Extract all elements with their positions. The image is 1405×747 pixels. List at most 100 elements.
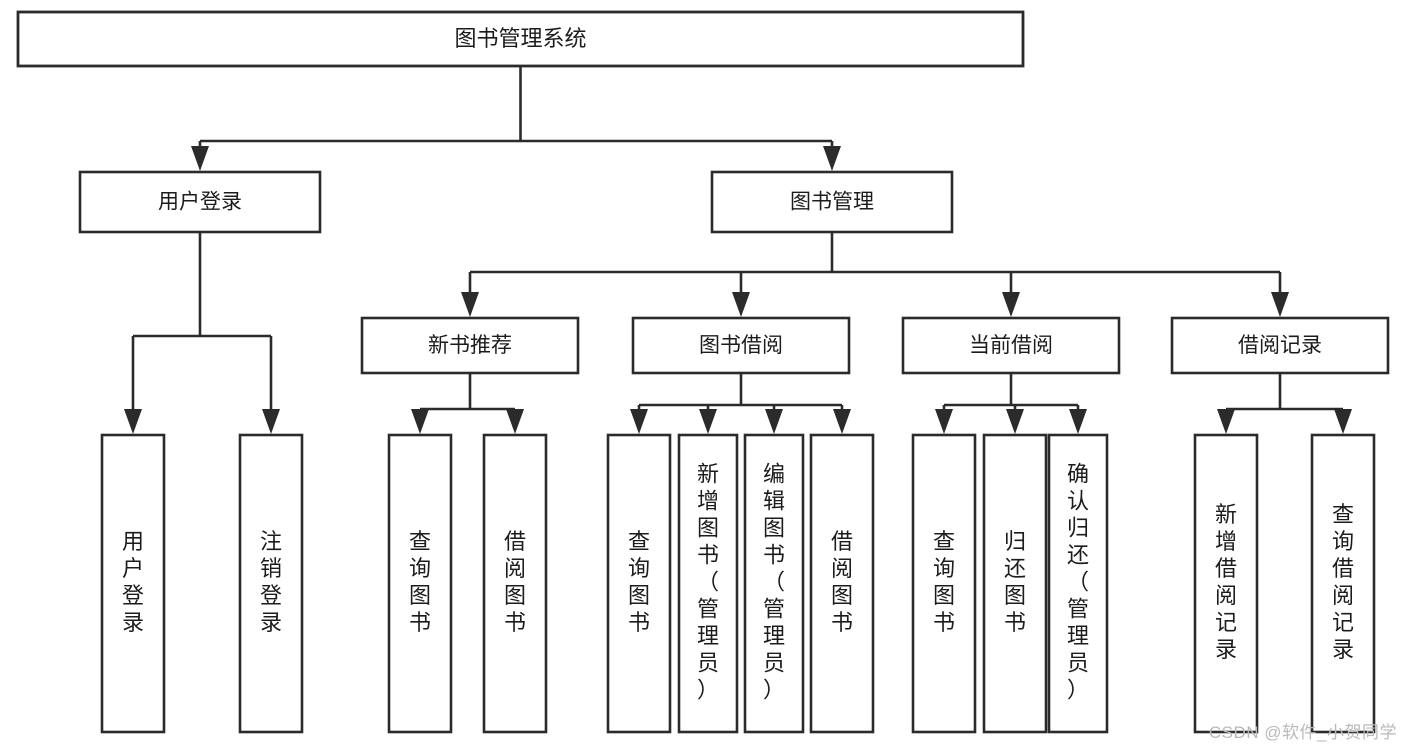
node-label-char: 员 (763, 650, 785, 675)
node-label-char: 增 (697, 488, 719, 513)
node-l1-user-login[interactable]: 用户登录 (78, 170, 322, 234)
node-label-char: 图 (763, 515, 785, 540)
node-layer: 图书管理系统用户登录图书管理新书推荐图书借阅当前借阅借阅记录用户登录注销登录查询… (16, 10, 1390, 734)
node-label-char: 认 (1067, 488, 1089, 513)
node-label: 图书借阅 (699, 334, 783, 357)
node-label-char: 书 (409, 610, 431, 635)
node-box[interactable] (631, 316, 851, 375)
node-l1-book-manage[interactable]: 图书管理 (710, 170, 954, 234)
node-root[interactable]: 图书管理系统 (16, 10, 1025, 68)
node-label-char: （ (1067, 569, 1089, 594)
arrow-head-icon (506, 409, 524, 434)
arrow-head-icon (1334, 409, 1352, 434)
node-label-char: （ (697, 569, 719, 594)
node-l2-borrow[interactable]: 图书借阅 (631, 316, 851, 375)
node-label-char: 编 (763, 461, 785, 486)
node-box[interactable] (1193, 433, 1259, 734)
node-box[interactable] (360, 316, 580, 375)
node-label-char: 查 (1332, 502, 1354, 527)
connector-group (935, 373, 1087, 434)
arrow-head-icon (765, 409, 783, 434)
node-box[interactable] (1310, 433, 1376, 734)
node-label-char: 借 (1215, 556, 1237, 581)
node-box[interactable] (100, 433, 166, 734)
node-label-char: 图 (409, 583, 431, 608)
node-box[interactable] (710, 170, 954, 234)
node-label-char: 记 (1215, 610, 1237, 635)
arrow-head-icon (732, 292, 750, 317)
node-box[interactable] (482, 433, 548, 734)
node-label-char: ） (1067, 677, 1089, 702)
node-l2-new-book[interactable]: 新书推荐 (360, 316, 580, 375)
node-box[interactable] (387, 433, 453, 734)
node-box[interactable] (809, 433, 875, 734)
arrow-head-icon (1217, 409, 1235, 434)
node-label-char: 理 (697, 623, 719, 648)
node-label-char: 新 (1215, 502, 1237, 527)
node-l3-user-login[interactable]: 用户登录 (100, 433, 166, 734)
node-label-char: 询 (1332, 529, 1354, 554)
node-box[interactable] (982, 433, 1048, 734)
node-label-char: 询 (628, 556, 650, 581)
node-l2-current[interactable]: 当前借阅 (901, 316, 1121, 375)
node-label-char: 阅 (831, 556, 853, 581)
arrow-head-icon (1069, 409, 1087, 434)
node-label-char: 书 (697, 542, 719, 567)
node-box[interactable] (1170, 316, 1390, 375)
arrow-head-icon (699, 409, 717, 434)
node-box[interactable] (911, 433, 977, 734)
arrow-head-icon (1006, 409, 1024, 434)
arrow-head-icon (411, 409, 429, 434)
arrow-head-icon (935, 409, 953, 434)
node-label-char: 询 (409, 556, 431, 581)
arrow-head-icon (262, 409, 280, 434)
node-box[interactable] (743, 433, 805, 734)
arrow-head-icon (1002, 292, 1020, 317)
node-box[interactable] (78, 170, 322, 234)
connector-group (124, 232, 280, 434)
node-label-char: 借 (831, 529, 853, 554)
node-label: 新书推荐 (428, 334, 512, 357)
node-box[interactable] (677, 433, 739, 734)
node-label-char: 管 (697, 596, 719, 621)
node-l2-record[interactable]: 借阅记录 (1170, 316, 1390, 375)
connector-group (630, 373, 851, 434)
node-label-char: 还 (1067, 542, 1089, 567)
node-label-char: 员 (697, 650, 719, 675)
node-label-char: 书 (1004, 610, 1026, 635)
node-box[interactable] (606, 433, 672, 734)
node-label-char: 员 (1067, 650, 1089, 675)
node-label-char: 书 (763, 542, 785, 567)
node-label-char: 录 (1332, 637, 1354, 662)
node-label-char: 查 (628, 529, 650, 554)
node-label-char: ） (697, 677, 719, 702)
node-label-char: 记 (1332, 610, 1354, 635)
node-label-char: 查 (409, 529, 431, 554)
node-label-char: 图 (831, 583, 853, 608)
node-box[interactable] (901, 316, 1121, 375)
arrow-head-icon (1271, 292, 1289, 317)
node-label-char: 管 (763, 596, 785, 621)
node-label: 用户登录 (158, 191, 242, 214)
node-box[interactable] (16, 10, 1025, 68)
node-box[interactable] (238, 433, 304, 734)
connector-group (411, 373, 524, 434)
node-label-char: 还 (1004, 556, 1026, 581)
node-label-char: ） (763, 677, 785, 702)
node-label: 当前借阅 (969, 334, 1053, 357)
node-box[interactable] (1047, 433, 1109, 734)
